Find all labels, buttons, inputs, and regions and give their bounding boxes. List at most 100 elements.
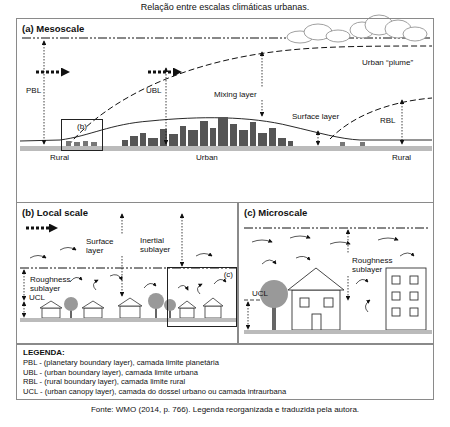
turbulence-arrows [70,277,82,282]
urban-plume-clouds [287,15,427,43]
layer-label: Surface layer [292,112,339,121]
house [312,314,321,330]
houses [178,301,196,308]
trees [148,293,164,309]
local-scale-art [20,214,236,322]
height-arrows [248,230,348,329]
turbulence-arrows [178,285,188,290]
turbulence-arrows [378,238,398,240]
ground [244,330,432,334]
city-buildings [210,128,216,146]
city-buildings [200,121,208,146]
height-arrows [122,256,123,296]
turbulence-arrows [365,300,370,312]
trees [64,297,78,311]
legend-entry: UBL - (urban boundary layer), camada lim… [23,368,427,378]
height-arrows [182,214,183,266]
inset-frame: (b) [61,119,103,151]
houses [118,298,142,306]
layer-label: Surface layer [86,237,122,255]
city-buildings [278,138,286,146]
turbulence-arrows [252,240,272,242]
turbulence-arrows [110,275,122,280]
panel-heading: (a) Mesoscale [22,23,84,34]
wind-arrows [26,227,52,230]
wind-arrows [26,227,52,230]
city-buildings [258,133,267,146]
building [392,292,400,300]
turbulence-arrows [252,236,414,312]
urban-plume-clouds [326,30,350,42]
mesoscale-art [22,38,430,39]
city-buildings [288,141,293,146]
turbulence-arrows [60,248,76,251]
rural-houses [340,142,345,146]
layer-label: Rural [50,153,69,162]
house [324,298,333,307]
wind-arrows [36,71,176,74]
turbulence-arrows [296,256,310,260]
turbulence-arrows [30,248,226,295]
house [288,268,344,330]
height-arrows [248,302,249,329]
house [288,268,344,290]
trees [64,293,176,318]
height-arrows [262,100,263,116]
houses [40,298,223,318]
rbl-boundary [330,98,432,139]
inset-label: (b) [62,122,102,131]
houses [205,306,221,318]
city-buildings [188,130,198,146]
turbulence-arrows [196,254,212,257]
layer-label: Roughness sublayer [30,275,80,293]
figure-title: Relação entre escalas climáticas urbanas… [0,2,450,13]
inset-label: (c) [224,270,233,279]
layer-label: Mixing layer [214,90,257,99]
building [386,268,426,330]
legend-heading: LEGENDA: [23,348,427,358]
houses [82,301,104,308]
city-buildings [180,126,186,146]
turbulence-arrows [330,242,350,244]
layer-label: Roughness sublayer [352,256,398,274]
wind-arrows [36,71,64,74]
panel-heading: (b) Local scale [22,207,88,218]
layer-label: Urban [196,153,218,162]
height-arrows [318,131,319,145]
tree [260,280,288,330]
height-arrows [262,52,263,88]
building [410,308,418,316]
city-buildings [239,130,248,146]
layer-label: RBL [380,116,396,125]
legend-entry: PBL - (planetary boundary layer), camada… [23,358,427,368]
legend-entry: RBL - (rural boundary layer), camada lim… [23,377,427,387]
rural-houses [360,142,365,146]
turbulence-arrows [290,236,310,238]
urban-plume-clouds [403,27,427,41]
layer-label: UCL [29,293,45,302]
building [386,268,426,330]
houses [42,308,60,318]
building [410,276,418,284]
wind-arrows [148,71,176,74]
house [292,290,340,330]
scale-panel: (c) Microscale [238,202,434,344]
mesoscale-art [20,15,432,151]
houses [120,306,140,318]
turbulence-arrows [197,284,202,294]
turbulence-arrows [93,280,98,290]
microscale-art [244,228,430,229]
height-arrows [348,230,349,254]
city-buildings [218,117,228,146]
layer-label: Urban “plume” [362,58,413,67]
houses [40,301,62,308]
city-buildings [230,124,237,146]
height-arrows [166,68,167,144]
height-arrows [44,41,45,144]
city-buildings [122,117,293,146]
city-buildings [169,134,178,146]
building [392,276,400,284]
layer-label: UBL [146,86,162,95]
height-arrows [402,100,403,144]
legend-entry: UCL - (urban canopy layer), camada do do… [23,387,427,397]
